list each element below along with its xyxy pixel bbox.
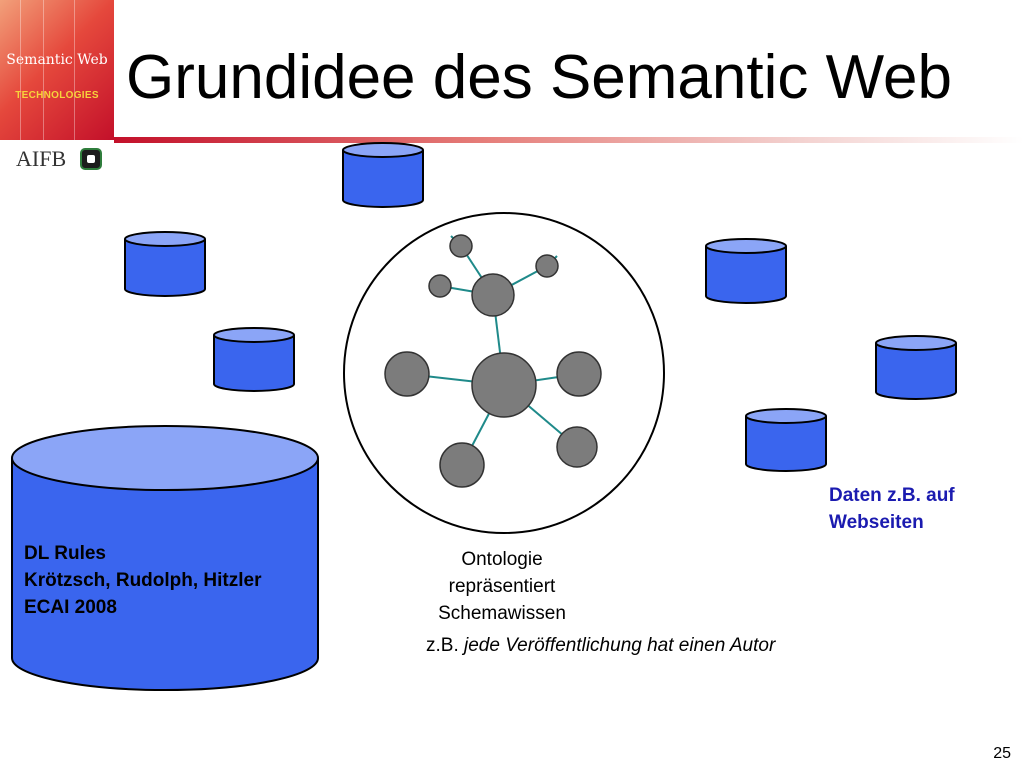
database-cylinder	[124, 231, 206, 297]
knowledge-base-line-2: Krötzsch, Rudolph, Hitzler	[24, 570, 262, 591]
slide-title: Grundidee des Semantic Web	[126, 43, 952, 112]
ontology-node	[449, 234, 473, 258]
page-number: 25	[993, 745, 1011, 762]
data-sources-line-2: Webseiten	[829, 512, 924, 533]
ontology-node	[439, 442, 485, 488]
ontology-label: Ontologie repräsentiert Schemawissen	[402, 546, 602, 627]
ontology-label-line-2: repräsentiert	[448, 576, 556, 597]
aifb-logo-text: AIFB	[16, 146, 67, 171]
ontology-node	[471, 273, 515, 317]
semantic-web-logo: Semantic Web TECHNOLOGIES	[0, 0, 114, 140]
ontology-node-central	[471, 352, 537, 418]
ontology-node	[428, 274, 452, 298]
ontology-label-line-1: Ontologie	[461, 549, 543, 570]
example-text: jede Veröffentlichung hat einen Autor	[464, 635, 776, 656]
database-cylinder	[745, 408, 827, 472]
ontology-label-line-3: Schemawissen	[438, 603, 566, 624]
example-prefix: z.B.	[426, 635, 459, 656]
logo-subtitle: TECHNOLOGIES	[15, 90, 99, 101]
data-sources-label: Daten z.B. auf Webseiten	[829, 482, 955, 536]
ontology-example: z.B. jede Veröffentlichung hat einen Aut…	[426, 635, 775, 657]
title-divider	[114, 137, 1024, 143]
knowledge-base-label: DL Rules Krötzsch, Rudolph, Hitzler ECAI…	[24, 540, 262, 621]
ontology-node	[384, 351, 430, 397]
knowledge-base-line-3: ECAI 2008	[24, 597, 117, 618]
data-sources-line-1: Daten z.B. auf	[829, 485, 955, 506]
knowledge-base-line-1: DL Rules	[24, 543, 107, 564]
ontology-node	[556, 351, 602, 397]
database-cylinder	[875, 335, 957, 400]
ontology-node	[556, 426, 598, 468]
database-cylinder	[705, 238, 787, 304]
logo-title: Semantic Web	[6, 52, 108, 68]
aifb-logo-icon	[80, 148, 102, 170]
database-cylinder	[342, 142, 424, 208]
ontology-node	[535, 254, 559, 278]
knowledge-base-cylinder	[11, 425, 319, 691]
database-cylinder	[213, 327, 295, 392]
